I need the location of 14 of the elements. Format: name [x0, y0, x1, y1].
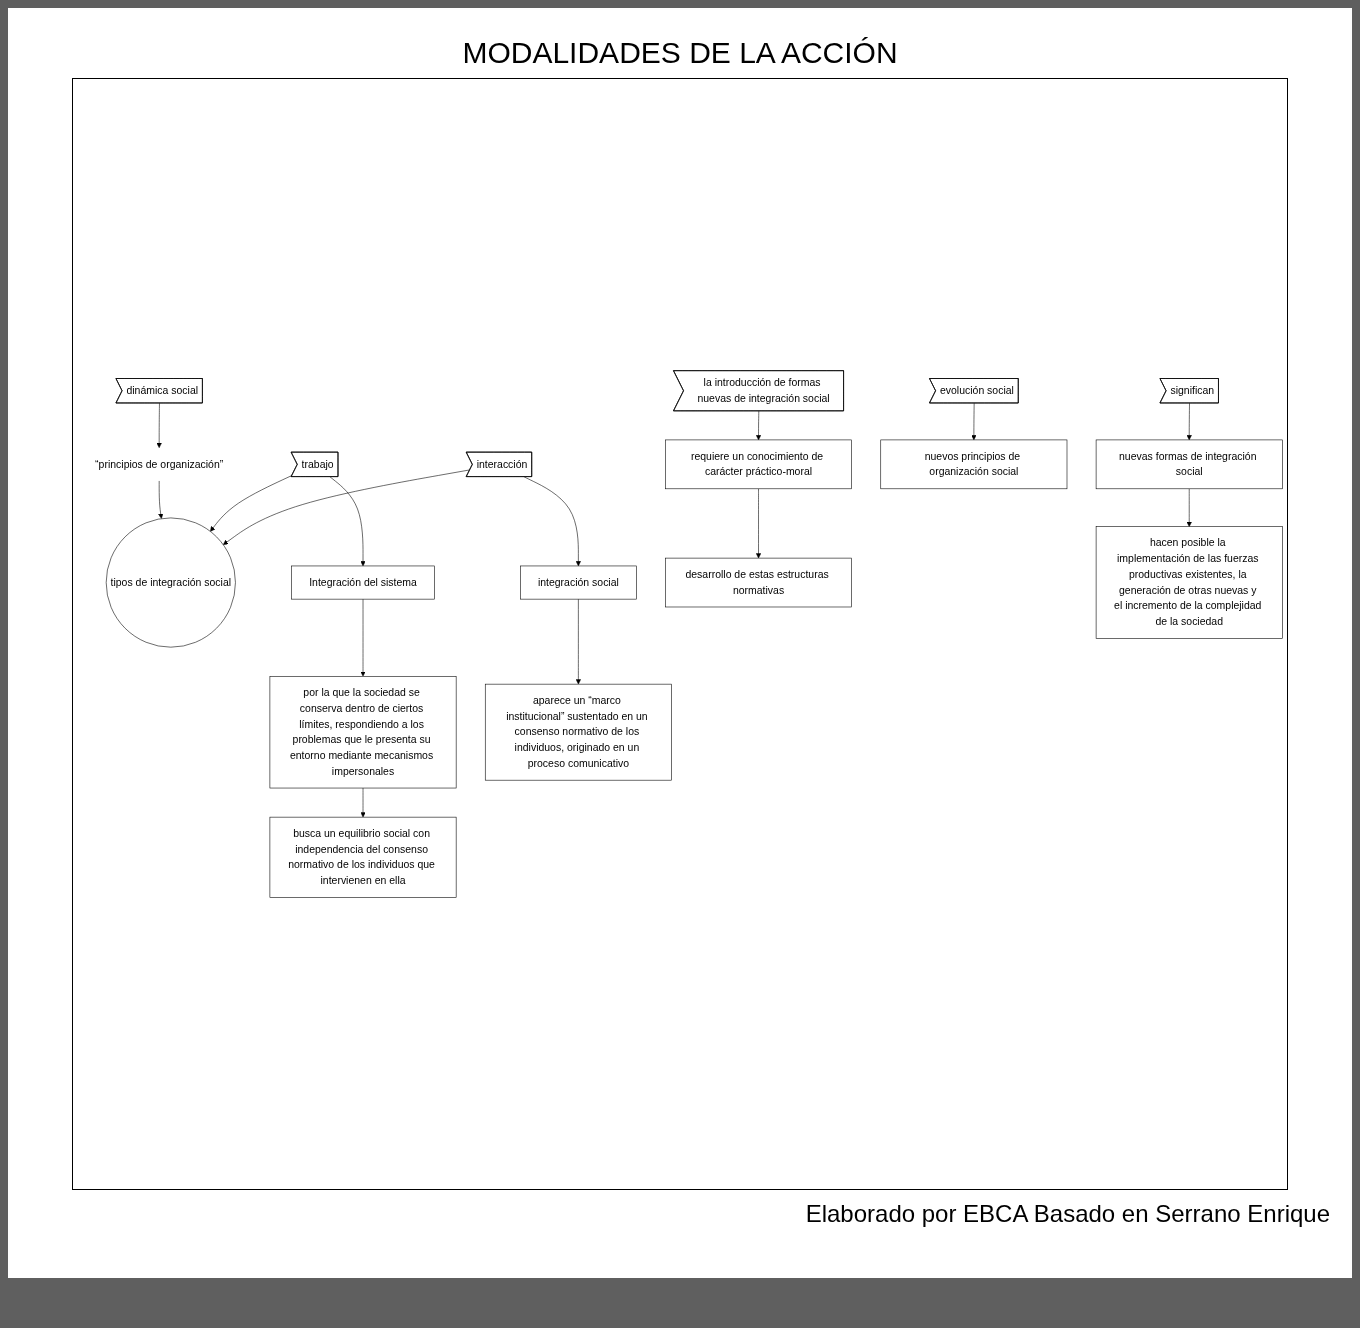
- node-circle: tipos de integración social: [105, 517, 236, 648]
- node-box: aparece un “marco institucional” sustentado en un consenso normativo de los individuos, originado en un proceso comunicativo: [484, 683, 672, 781]
- node-box: integración social: [520, 565, 637, 600]
- node-box: desarrollo de estas estructuras normativas: [665, 557, 852, 608]
- node-box: requiere un conocimiento de carácter práctico-moral: [665, 439, 852, 490]
- caption: Elaborado por EBCA Basado en Serrano Enrique: [804, 1200, 1330, 1228]
- node-box: nuevos principios de organización social: [880, 439, 1068, 490]
- node-box: busca un equilibrio social con independencia del consenso normativo de los individuos que intervienen en ella: [269, 816, 457, 898]
- diagram-title: MODALIDADES DE LA ACCIÓN: [461, 36, 899, 70]
- node-text: “principios de organización”: [95, 458, 224, 470]
- node-box: nuevas formas de integración social: [1095, 439, 1283, 490]
- node-box: hacen posible la implementación de las fuerzas productivas existentes, la generación de otras nuevas y el incremento de la complejidad de la sociedad: [1095, 526, 1283, 639]
- node-box: Integración del sistema: [291, 565, 435, 600]
- node-box: por la que la sociedad se conserva dentro de ciertos límites, respondiendo a los problemas que le presenta su entorno mediante mecanismos impersonales: [269, 675, 457, 789]
